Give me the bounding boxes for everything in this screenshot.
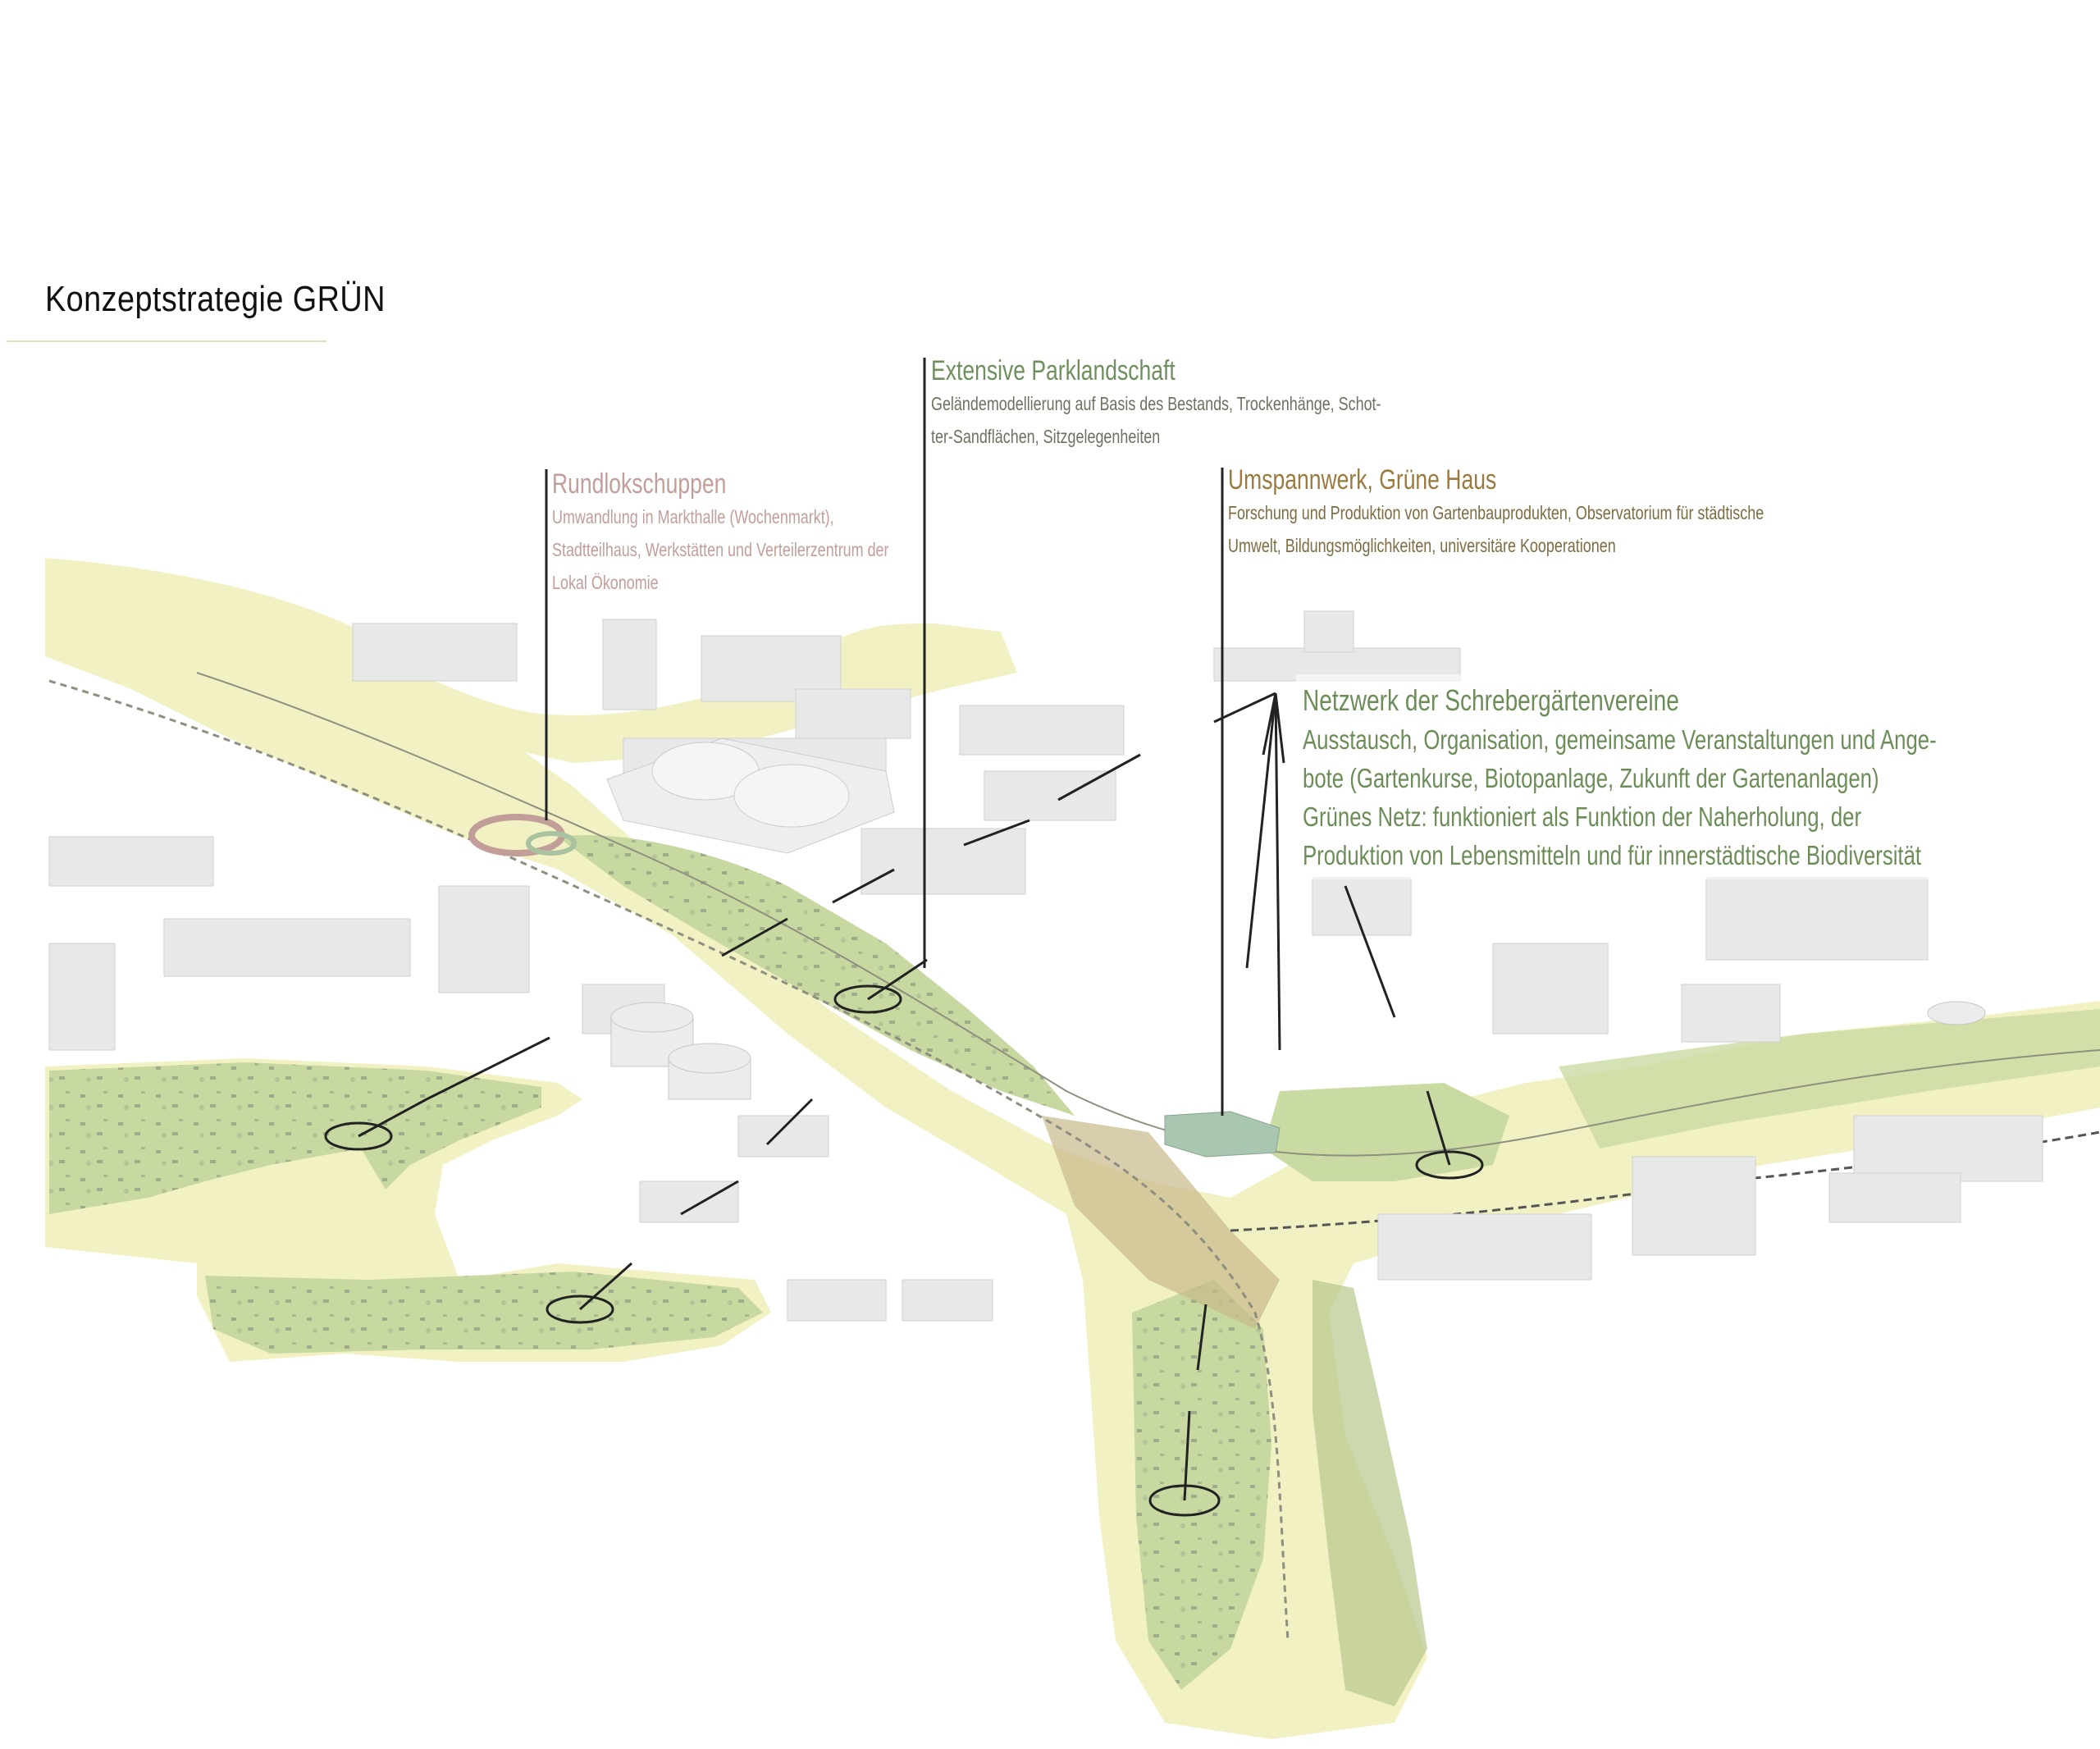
title-underline: [7, 340, 326, 342]
annotation-line: Lokal Ökonomie: [552, 566, 889, 599]
annotation-schrebergaerten: Netzwerk der Schrebergärtenvereine Ausst…: [1303, 681, 1937, 874]
building: [640, 1181, 738, 1222]
gas-holder-top: [611, 1002, 693, 1032]
building: [738, 1116, 829, 1157]
annotation-line: ter-Sandflächen, Sitzgelegenheiten: [931, 420, 1381, 453]
building: [1706, 878, 1928, 960]
annotation-line: Geländemodellierung auf Basis des Bestan…: [931, 387, 1381, 420]
building: [861, 829, 1025, 894]
annotation-heading: Umspannwerk, Grüne Haus: [1228, 464, 1764, 496]
building: [1378, 1214, 1591, 1280]
building: [796, 689, 911, 738]
garden-east: [1263, 1083, 1509, 1181]
building: [164, 919, 410, 976]
building: [1829, 1173, 1961, 1222]
annotation-heading: Extensive Parklandschaft: [931, 354, 1381, 387]
gas-holder-top: [669, 1043, 751, 1073]
building: [960, 706, 1124, 755]
round-building-east: [1928, 1002, 1985, 1025]
annotation-line: Produktion von Lebensmitteln und für inn…: [1303, 836, 1937, 874]
building: [1682, 984, 1780, 1042]
building: [1632, 1157, 1755, 1255]
annotation-line: Umwandlung in Markthalle (Wochenmarkt),: [552, 500, 889, 533]
building: [353, 623, 517, 681]
annotation-line: Grünes Netz: funktioniert als Funktion d…: [1303, 797, 1937, 836]
leader-line-netz: [1247, 693, 1276, 968]
annotation-umspannwerk: Umspannwerk, Grüne Haus Forschung und Pr…: [1228, 464, 1764, 562]
annotation-heading: Rundlokschuppen: [552, 468, 889, 500]
building: [788, 1280, 886, 1321]
annotation-line: bote (Gartenkurse, Biotopanlage, Zukunft…: [1303, 759, 1937, 797]
gruene-haus: [1165, 1112, 1280, 1157]
page-title: Konzeptstrategie GRÜN: [45, 279, 386, 320]
building: [1493, 943, 1608, 1034]
annotation-line: Forschung und Produktion von Gartenbaupr…: [1228, 496, 1764, 529]
building: [49, 943, 115, 1050]
building: [1304, 611, 1354, 652]
annotation-heading: Netzwerk der Schrebergärtenvereine: [1303, 681, 1937, 720]
annotation-line: Umwelt, Bildungsmöglichkeiten, universit…: [1228, 529, 1764, 562]
leader-line-netz: [1276, 693, 1280, 1050]
building: [902, 1280, 993, 1321]
building: [603, 619, 656, 710]
building: [439, 886, 529, 993]
gruene-haus-block: [1165, 1112, 1280, 1157]
annotation-line: Stadtteilhaus, Werkstätten und Verteiler…: [552, 533, 889, 566]
annotation-line: Ausstausch, Organisation, gemeinsame Ver…: [1303, 720, 1937, 759]
building: [49, 837, 213, 886]
building: [1854, 1116, 2043, 1181]
annotation-rundlokschuppen: Rundlokschuppen Umwandlung in Markthalle…: [552, 468, 889, 599]
annotation-parklandschaft: Extensive Parklandschaft Geländemodellie…: [931, 354, 1381, 453]
dome-right: [734, 765, 849, 827]
